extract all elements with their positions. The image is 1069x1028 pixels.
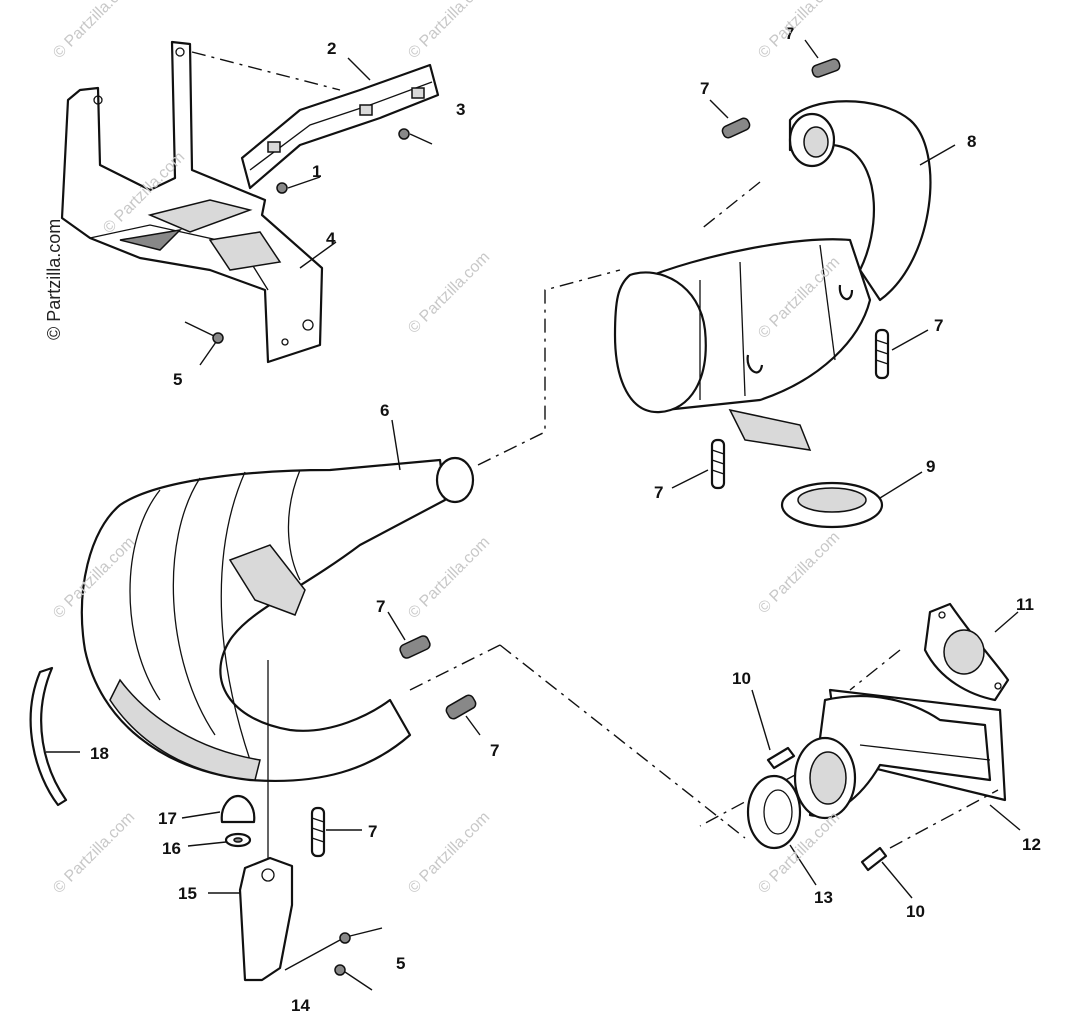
expansion-chamber-part-6 (80, 181, 761, 783)
callout-15: 15 (178, 884, 197, 903)
callout-16: 16 (162, 839, 181, 858)
bolt-part-10-lower (860, 789, 999, 872)
strap-part-18 (29, 666, 80, 807)
seal-ring-part-13 (746, 774, 802, 850)
heat-shield-part-2 (191, 51, 440, 190)
callout-4: 4 (326, 229, 336, 248)
callout-12: 12 (1022, 835, 1041, 854)
bolt-part-3 (398, 128, 433, 145)
callout-6: 6 (380, 401, 390, 420)
callout-8: 8 (967, 132, 977, 151)
bolt-part-1 (276, 176, 321, 194)
watermark-primary: © Partzilla.com (44, 218, 64, 340)
callout-10-lower: 10 (906, 902, 925, 921)
washer-part-16 (224, 832, 252, 848)
callout-10-upper: 10 (732, 669, 751, 688)
grommet-part-9 (780, 481, 884, 529)
spring-part-7-upper-left (721, 117, 751, 139)
gasket-part-11 (849, 602, 1010, 702)
callout-11: 11 (1016, 595, 1034, 614)
spring-part-7-right (874, 328, 890, 380)
callout-5-lower: 5 (396, 954, 406, 973)
spring-part-7-lower (445, 694, 477, 720)
callout-7-left: 7 (654, 483, 664, 502)
bolt-part-14 (334, 964, 373, 991)
bolt-part-5-lower (284, 927, 383, 971)
spring-part-7-left (710, 438, 726, 490)
callout-7-bottom: 7 (368, 822, 378, 841)
callout-14: 14 (291, 996, 310, 1015)
spring-part-7-middle (399, 635, 431, 659)
exhaust-manifold-part-12 (409, 644, 1007, 839)
spring-part-7-bottom (310, 806, 326, 858)
mounting-bracket-part-4 (60, 40, 324, 364)
callout-7-lower: 7 (490, 741, 500, 760)
callout-9: 9 (926, 457, 936, 476)
callout-7-top: 7 (785, 24, 795, 43)
spring-part-7-top (811, 58, 841, 78)
callout-2: 2 (327, 39, 337, 58)
callout-leaders (181, 39, 1021, 899)
callout-3: 3 (456, 100, 466, 119)
callout-7-upper-left: 7 (700, 79, 710, 98)
callout-17: 17 (158, 809, 177, 828)
callout-1: 1 (312, 162, 322, 181)
support-bracket-part-15 (208, 660, 294, 982)
callout-18: 18 (90, 744, 109, 763)
callout-5-upper: 5 (173, 370, 183, 389)
callout-7-right: 7 (934, 316, 944, 335)
bolt-part-5-upper (184, 321, 224, 366)
callout-7-middle: 7 (376, 597, 386, 616)
bolt-part-10-upper (766, 746, 796, 770)
bumper-part-17 (220, 794, 256, 824)
callout-13: 13 (814, 888, 833, 907)
silencer-part-8 (613, 100, 932, 451)
